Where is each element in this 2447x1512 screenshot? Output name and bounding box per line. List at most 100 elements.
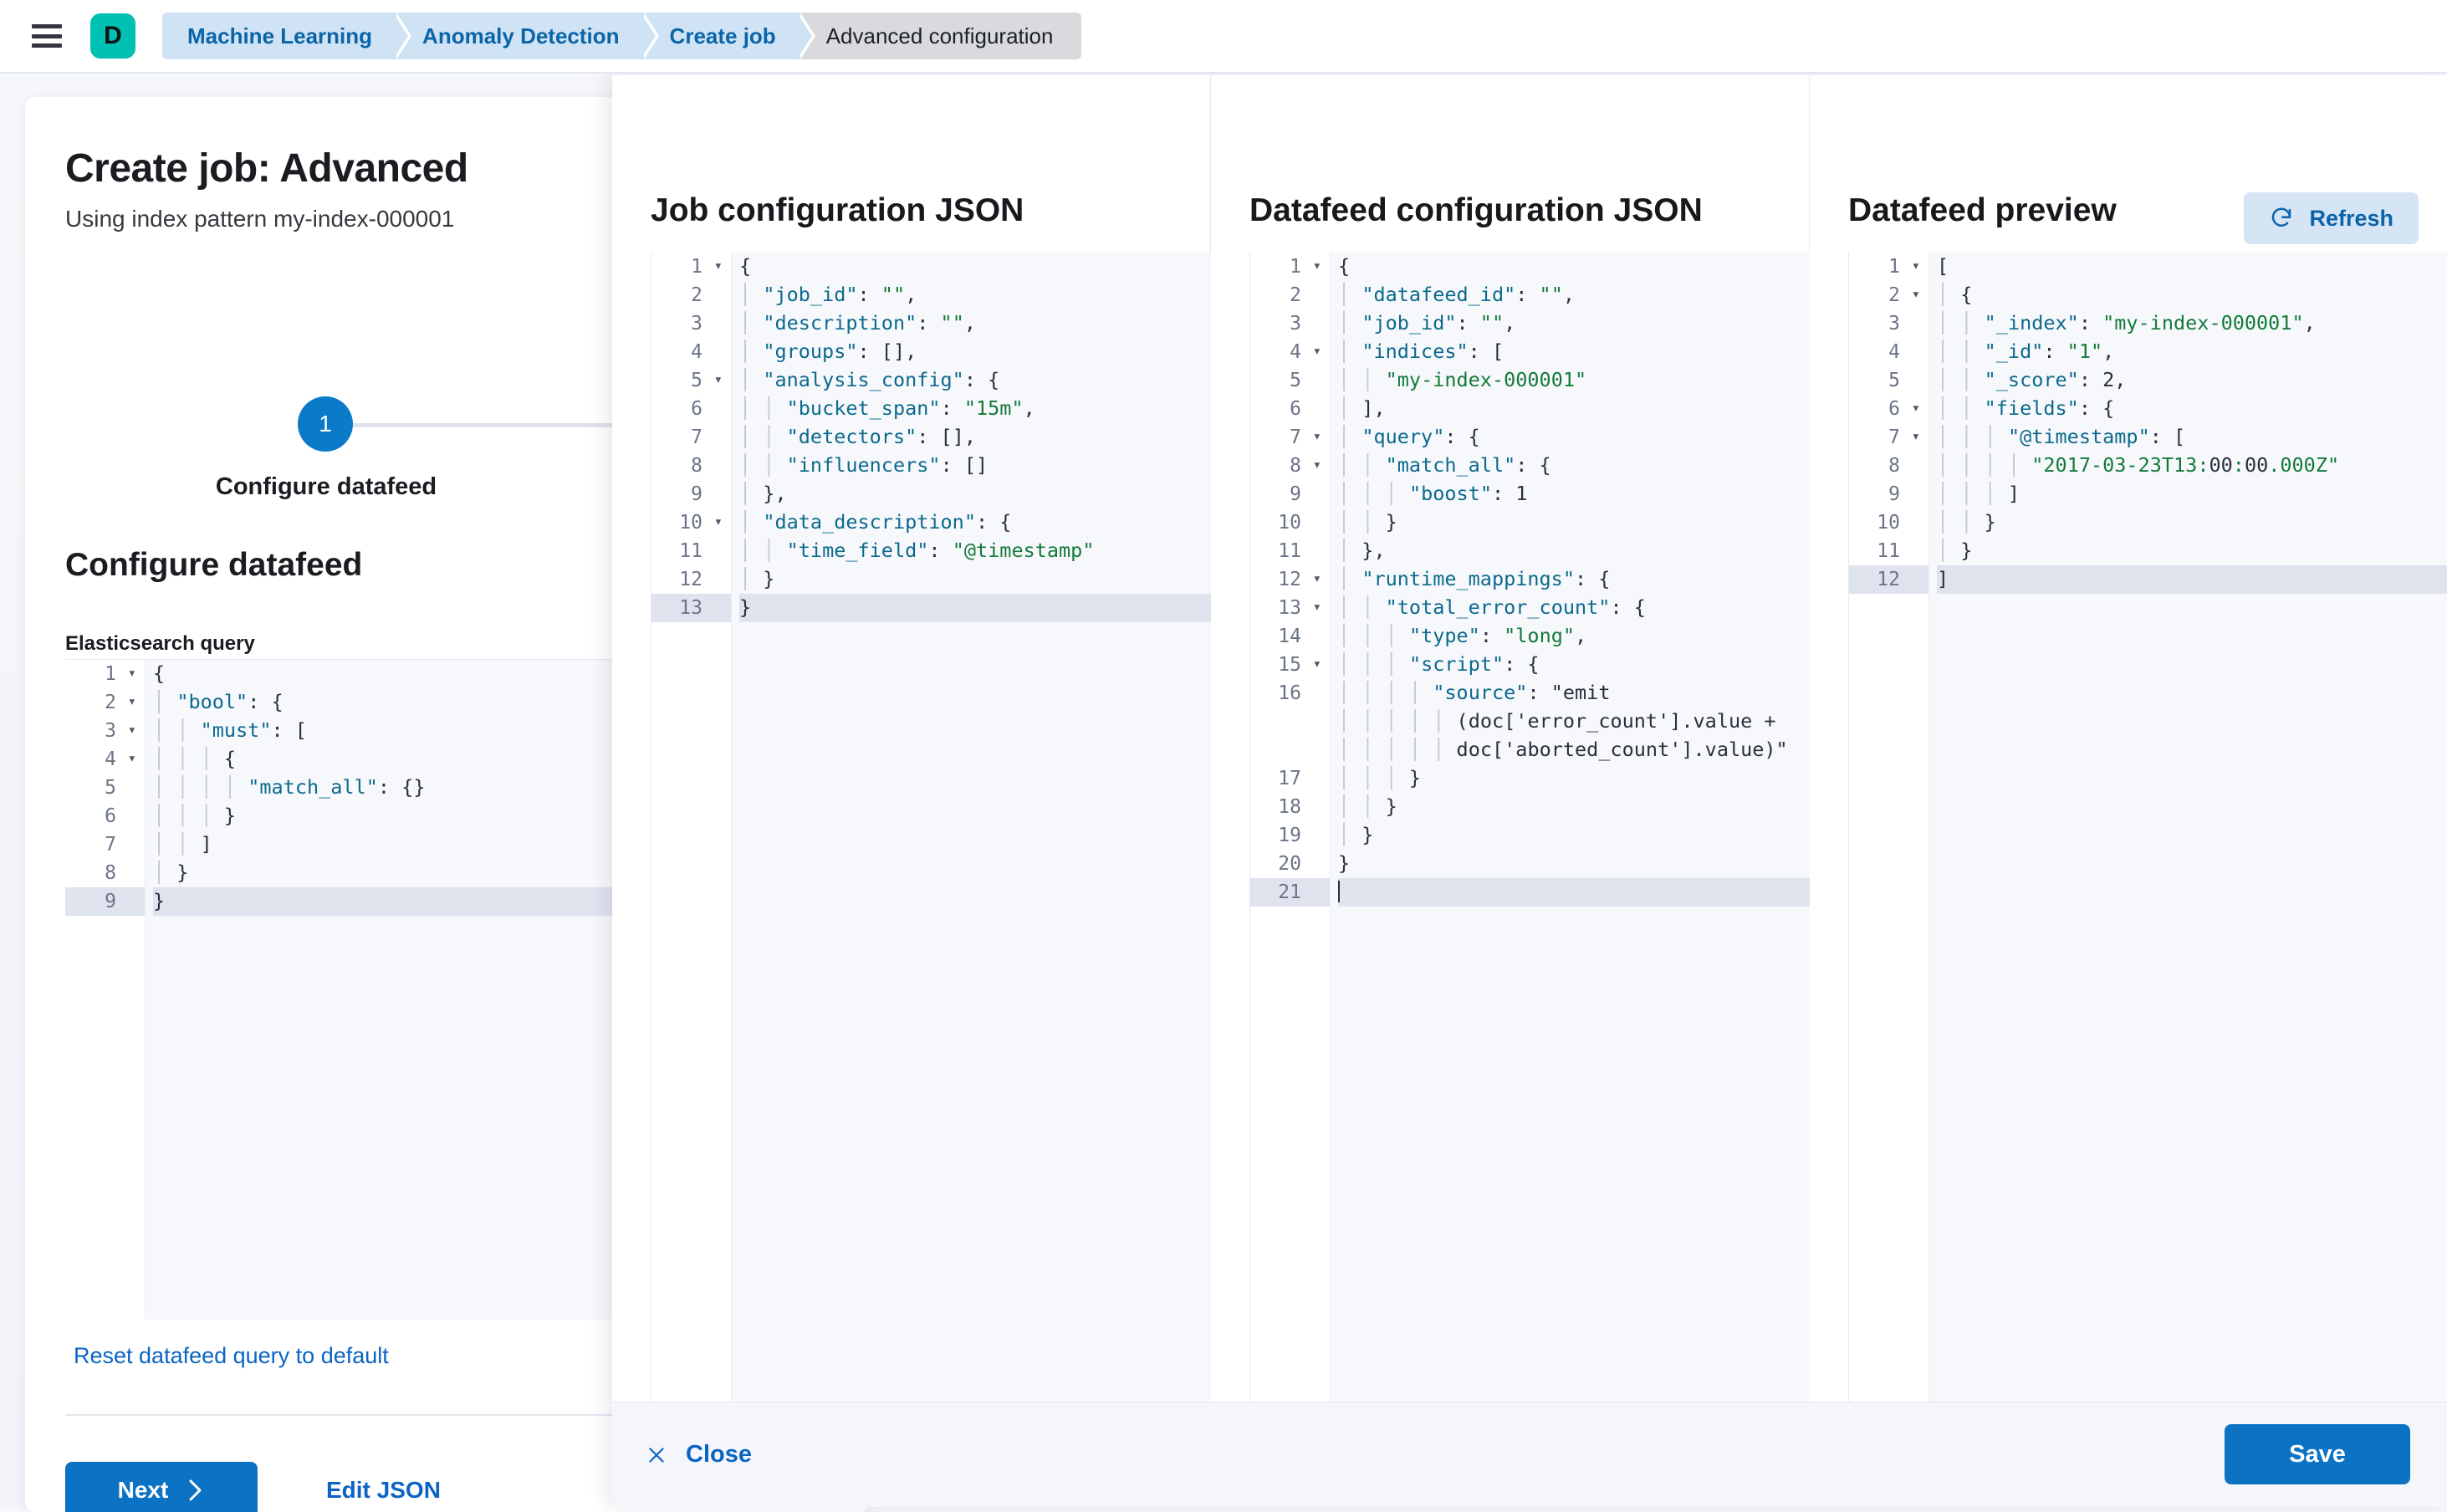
editor-line[interactable]: │ │ │ "boost": 1 — [1338, 480, 1810, 508]
code-fold-arrow[interactable]: ▾ — [1313, 338, 1321, 365]
code-fold-arrow[interactable]: ▾ — [714, 253, 723, 279]
editor-line[interactable]: │ } — [1937, 537, 2447, 565]
hamburger-menu-icon[interactable] — [32, 24, 62, 48]
editor-line[interactable]: │ }, — [1338, 537, 1810, 565]
editor-line[interactable]: │ │ │ │ "source": "emit│ │ │ │ │ (doc['e… — [1338, 679, 1810, 764]
editor-line[interactable]: │ "runtime_mappings": { — [1338, 565, 1810, 594]
code-fold-arrow[interactable]: ▾ — [128, 717, 136, 743]
editor-line[interactable]: [ — [1937, 253, 2447, 281]
reset-datafeed-query-link[interactable]: Reset datafeed query to default — [74, 1343, 389, 1369]
editor-line-number: 2▾ — [65, 688, 145, 717]
code-fold-arrow[interactable]: ▾ — [1912, 281, 1920, 308]
code-fold-arrow[interactable]: ▾ — [1313, 423, 1321, 450]
editor-line[interactable]: { — [739, 253, 1211, 281]
code-fold-arrow[interactable]: ▾ — [1313, 565, 1321, 592]
editor-line[interactable]: │ "analysis_config": { — [739, 366, 1211, 395]
editor-line[interactable]: │ │ │ } — [1338, 764, 1810, 793]
editor-gutter: 1▾2▾3456▾7▾89101112 — [1849, 253, 1929, 1402]
next-button[interactable]: Next — [65, 1462, 258, 1512]
editor-line-number: 7 — [651, 423, 731, 452]
stepper-step-1[interactable]: 1 — [298, 396, 353, 452]
breadcrumb-label: Anomaly Detection — [422, 23, 620, 49]
editor-line-number: 8▾ — [1250, 452, 1330, 480]
editor-code-area[interactable]: {│ "job_id": "",│ "description": "",│ "g… — [733, 253, 1211, 1402]
code-fold-arrow[interactable]: ▾ — [714, 366, 723, 393]
editor-line[interactable]: │ │ "bucket_span": "15m", — [739, 395, 1211, 423]
editor-line[interactable]: } — [739, 594, 1211, 622]
editor-line[interactable]: │ │ "_index": "my-index-000001", — [1937, 309, 2447, 338]
save-button[interactable]: Save — [2225, 1424, 2410, 1484]
editor-line[interactable]: │ "query": { — [1338, 423, 1810, 452]
page-subtitle: Using index pattern my-index-000001 — [65, 206, 454, 232]
save-button-label: Save — [2289, 1441, 2346, 1468]
editor-line-number: 9 — [65, 887, 145, 916]
editor-line[interactable]: │ "datafeed_id": "", — [1338, 281, 1810, 309]
code-fold-arrow[interactable]: ▾ — [1313, 594, 1321, 621]
code-fold-arrow[interactable]: ▾ — [714, 508, 723, 535]
editor-line[interactable] — [1338, 878, 1810, 907]
datafeed-configuration-title: Datafeed configuration JSON — [1249, 192, 1703, 229]
editor-line[interactable]: │ "job_id": "", — [739, 281, 1211, 309]
breadcrumb-item-create-job[interactable]: Create job — [641, 13, 798, 59]
edit-json-button[interactable]: Edit JSON — [326, 1477, 441, 1504]
breadcrumb-item-advanced-configuration[interactable]: Advanced configuration — [798, 13, 1082, 59]
code-fold-arrow[interactable]: ▾ — [1912, 395, 1920, 421]
app-logo-badge[interactable]: D — [90, 13, 135, 59]
editor-line[interactable]: │ │ "total_error_count": { — [1338, 594, 1810, 622]
editor-line[interactable]: │ │ "match_all": { — [1338, 452, 1810, 480]
code-fold-arrow[interactable]: ▾ — [1313, 253, 1321, 279]
editor-line[interactable]: │ │ "fields": { — [1937, 395, 2447, 423]
editor-line[interactable]: { — [1338, 253, 1810, 281]
editor-line-number: 12 — [1849, 565, 1928, 594]
editor-code-area[interactable]: {│ "datafeed_id": "",│ "job_id": "",│ "i… — [1331, 253, 1810, 1402]
editor-line[interactable]: │ │ } — [1937, 508, 2447, 537]
code-fold-arrow[interactable]: ▾ — [1912, 253, 1920, 279]
code-fold-arrow[interactable]: ▾ — [128, 660, 136, 687]
editor-line[interactable]: │ ], — [1338, 395, 1810, 423]
editor-line[interactable]: │ "groups": [], — [739, 338, 1211, 366]
code-fold-arrow[interactable]: ▾ — [1313, 651, 1321, 677]
editor-line[interactable]: │ "description": "", — [739, 309, 1211, 338]
editor-line[interactable]: │ │ "influencers": [] — [739, 452, 1211, 480]
code-fold-arrow[interactable]: ▾ — [128, 688, 136, 715]
editor-line[interactable]: │ │ │ "@timestamp": [ — [1937, 423, 2447, 452]
breadcrumb-item-anomaly-detection[interactable]: Anomaly Detection — [394, 13, 641, 59]
job-configuration-json-editor[interactable]: 1▾2345▾678910▾111213 {│ "job_id": "",│ "… — [651, 253, 1211, 1402]
editor-line[interactable]: │ │ "_score": 2, — [1937, 366, 2447, 395]
code-fold-arrow[interactable]: ▾ — [1912, 423, 1920, 450]
code-fold-arrow[interactable]: ▾ — [1313, 452, 1321, 478]
datafeed-configuration-json-editor[interactable]: 1▾234▾567▾8▾9101112▾13▾1415▾161718192021… — [1249, 253, 1810, 1402]
breadcrumb-item-machine-learning[interactable]: Machine Learning — [162, 13, 394, 59]
editor-line[interactable]: │ │ │ ] — [1937, 480, 2447, 508]
code-fold-arrow[interactable]: ▾ — [128, 745, 136, 772]
editor-line[interactable]: │ │ } — [1338, 793, 1810, 821]
editor-line[interactable]: │ "job_id": "", — [1338, 309, 1810, 338]
flyout-footer: Close Save — [612, 1402, 2447, 1507]
editor-line[interactable]: │ │ } — [1338, 508, 1810, 537]
chevron-right-icon — [186, 1478, 205, 1503]
editor-line-number: 1▾ — [1250, 253, 1330, 281]
editor-line[interactable]: │ } — [739, 565, 1211, 594]
editor-line[interactable]: │ { — [1937, 281, 2447, 309]
editor-line[interactable]: │ │ "my-index-000001" — [1338, 366, 1810, 395]
refresh-button[interactable]: Refresh — [2244, 192, 2419, 244]
editor-line[interactable]: │ }, — [739, 480, 1211, 508]
editor-line-number: 5▾ — [651, 366, 731, 395]
editor-line[interactable]: │ "data_description": { — [739, 508, 1211, 537]
editor-line[interactable]: │ │ │ │ "2017-03-23T13:00:00.000Z" — [1937, 452, 2447, 480]
editor-line[interactable]: │ │ │ "script": { — [1338, 651, 1810, 679]
next-button-label: Next — [118, 1477, 169, 1504]
close-button[interactable]: Close — [646, 1441, 752, 1469]
editor-line[interactable]: } — [1338, 850, 1810, 878]
editor-line-number: 13 — [651, 594, 731, 622]
editor-line[interactable]: │ "indices": [ — [1338, 338, 1810, 366]
editor-line[interactable]: │ } — [1338, 821, 1810, 850]
editor-line[interactable]: │ │ "_id": "1", — [1937, 338, 2447, 366]
editor-line[interactable]: ] — [1937, 565, 2447, 594]
editor-code-area[interactable]: [│ {│ │ "_index": "my-index-000001",│ │ … — [1930, 253, 2447, 1402]
editor-line[interactable]: │ │ │ "type": "long", — [1338, 622, 1810, 651]
editor-line[interactable]: │ │ "detectors": [], — [739, 423, 1211, 452]
editor-line[interactable]: │ │ "time_field": "@timestamp" — [739, 537, 1211, 565]
datafeed-preview-json-editor[interactable]: 1▾2▾3456▾7▾89101112 [│ {│ │ "_index": "m… — [1848, 253, 2447, 1402]
editor-line-number: 4 — [1849, 338, 1928, 366]
